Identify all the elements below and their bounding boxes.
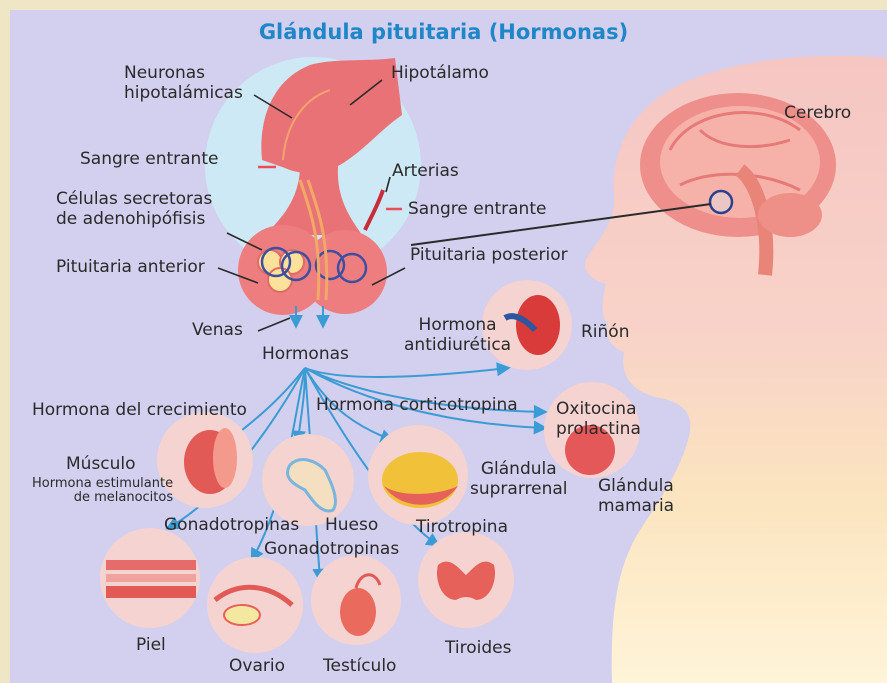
- label-arterias: Arterias: [392, 162, 459, 182]
- label-tiroides: Tiroides: [445, 639, 511, 659]
- diagram-title: Glándula pituitaria (Hormonas): [0, 20, 887, 44]
- ovary-circle: [207, 557, 303, 653]
- label-testiculo: Testículo: [323, 657, 396, 677]
- label-cerebro: Cerebro: [784, 104, 851, 124]
- label-oxitocina-prolactina: Oxitocina prolactina: [556, 400, 641, 439]
- adrenal-gland-circle: [368, 425, 468, 525]
- skin-circle: [100, 528, 200, 628]
- label-hormona-crecimiento: Hormona del crecimiento: [32, 401, 247, 421]
- label-hormona-antidiuretica: Hormona antidiurética: [404, 316, 511, 355]
- label-hipotalamo: Hipotálamo: [391, 64, 489, 84]
- label-hormona-estimulante: Hormona estimulante de melanocitos: [32, 477, 173, 504]
- testicle-circle: [311, 555, 401, 645]
- label-hueso: Hueso: [325, 516, 378, 536]
- bone-circle: [262, 434, 354, 526]
- label-pituitaria-anterior: Pituitaria anterior: [56, 258, 205, 278]
- label-pituitaria-posterior: Pituitaria posterior: [410, 246, 568, 266]
- label-venas: Venas: [192, 321, 243, 341]
- label-hormonas: Hormonas: [262, 345, 349, 365]
- label-tirotropina: Tirotropina: [416, 518, 508, 538]
- pituitary-location-marker: [710, 191, 732, 213]
- label-hormona-corticotropina: Hormona corticotropina: [316, 396, 518, 416]
- label-sangre-entrante-1: Sangre entrante: [80, 150, 218, 170]
- label-sangre-entrante-2: Sangre entrante: [408, 200, 546, 220]
- label-glandula-suprarrenal: Glándula suprarrenal: [470, 460, 568, 499]
- label-ovario: Ovario: [229, 657, 285, 677]
- thyroid-circle: [418, 532, 514, 628]
- label-celulas-secretoras: Células secretoras de adenohipófisis: [56, 190, 212, 229]
- label-neuronas-hipotalamicas: Neuronas hipotalámicas: [124, 64, 243, 103]
- label-rinon: Riñón: [581, 323, 630, 343]
- label-gonadotropinas-1: Gonadotropinas: [164, 516, 299, 536]
- label-glandula-mamaria: Glándula mamaria: [598, 477, 674, 516]
- label-musculo: Músculo: [66, 455, 136, 475]
- label-piel: Piel: [136, 636, 166, 656]
- label-gonadotropinas-2: Gonadotropinas: [264, 540, 399, 560]
